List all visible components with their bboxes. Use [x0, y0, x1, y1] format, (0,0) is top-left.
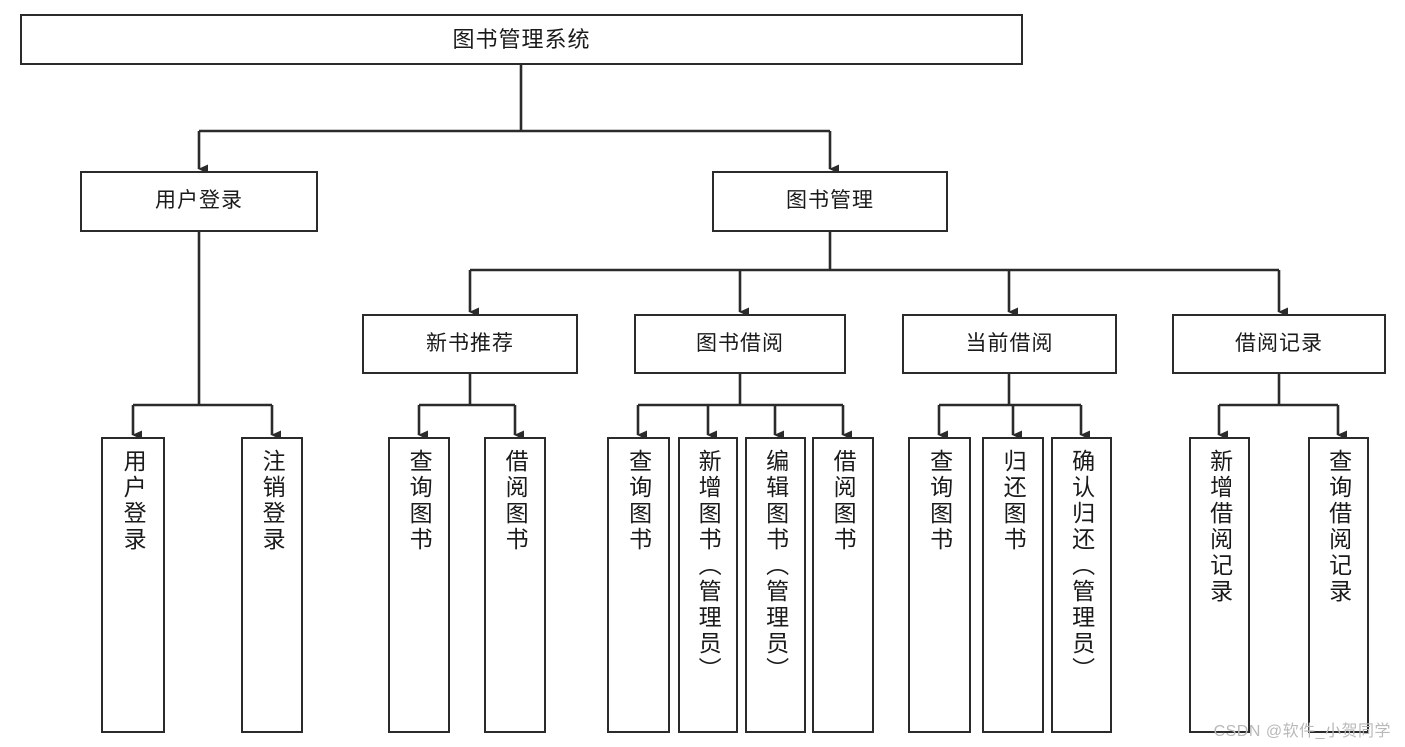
node-leaf-bb-add-label: 新增图书（管理员） [695, 449, 722, 683]
node-user-login-label: 用户登录 [155, 189, 243, 213]
node-leaf-br-query-label: 查询借阅记录 [1325, 449, 1352, 605]
node-leaf-cb-confirm[interactable]: 确认归还（管理员） [1051, 437, 1112, 733]
node-book-borrow-label: 图书借阅 [696, 331, 784, 355]
node-leaf-user-login[interactable]: 用户登录 [101, 437, 165, 733]
node-leaf-user-logout-label: 注销登录 [259, 449, 286, 553]
node-book-manage-label: 图书管理 [786, 189, 874, 213]
node-leaf-user-login-label: 用户登录 [120, 449, 147, 553]
node-leaf-bb-edit-label: 编辑图书（管理员） [762, 449, 789, 683]
node-current-borrow[interactable]: 当前借阅 [902, 314, 1117, 374]
node-leaf-bb-query[interactable]: 查询图书 [607, 437, 670, 733]
node-leaf-br-add-label: 新增借阅记录 [1206, 449, 1233, 605]
node-user-login[interactable]: 用户登录 [80, 171, 318, 232]
node-leaf-br-add[interactable]: 新增借阅记录 [1189, 437, 1250, 733]
node-borrow-record[interactable]: 借阅记录 [1172, 314, 1386, 374]
node-leaf-user-logout[interactable]: 注销登录 [241, 437, 303, 733]
node-borrow-record-label: 借阅记录 [1235, 331, 1323, 355]
node-leaf-bb-query-label: 查询图书 [625, 449, 652, 553]
node-leaf-cb-return-label: 归还图书 [1000, 449, 1027, 553]
node-root[interactable]: 图书管理系统 [20, 14, 1023, 65]
node-book-borrow[interactable]: 图书借阅 [634, 314, 846, 374]
node-leaf-cb-confirm-label: 确认归还（管理员） [1068, 449, 1095, 683]
node-leaf-cb-query-label: 查询图书 [926, 449, 953, 553]
node-leaf-bb-borrow[interactable]: 借阅图书 [812, 437, 874, 733]
node-leaf-bb-add[interactable]: 新增图书（管理员） [678, 437, 738, 733]
node-leaf-bb-borrow-label: 借阅图书 [830, 449, 857, 553]
node-leaf-bb-edit[interactable]: 编辑图书（管理员） [745, 437, 806, 733]
node-leaf-cb-query[interactable]: 查询图书 [908, 437, 971, 733]
node-new-book-rec-label: 新书推荐 [426, 331, 514, 355]
node-leaf-cb-return[interactable]: 归还图书 [982, 437, 1044, 733]
node-root-label: 图书管理系统 [452, 26, 591, 52]
node-leaf-rec-borrow-label: 借阅图书 [502, 449, 529, 553]
node-leaf-rec-query[interactable]: 查询图书 [388, 437, 450, 733]
node-leaf-rec-borrow[interactable]: 借阅图书 [484, 437, 546, 733]
node-book-manage[interactable]: 图书管理 [712, 171, 948, 232]
node-leaf-rec-query-label: 查询图书 [406, 449, 433, 553]
node-new-book-rec[interactable]: 新书推荐 [362, 314, 578, 374]
node-current-borrow-label: 当前借阅 [965, 331, 1054, 355]
node-leaf-br-query[interactable]: 查询借阅记录 [1308, 437, 1369, 733]
watermark: CSDN @软件_小贺同学 [1213, 723, 1391, 740]
